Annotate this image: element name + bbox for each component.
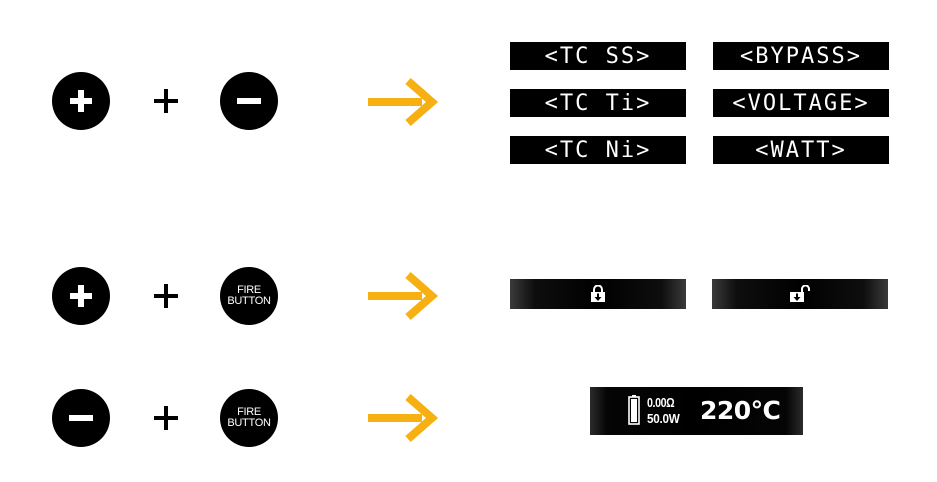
battery-icon: [628, 395, 640, 425]
fire-button: FIRE BUTTON: [220, 389, 278, 447]
temperature-readout: 220℃: [700, 396, 781, 425]
unlocked-screen: [712, 279, 888, 309]
fire-button-label: FIRE BUTTON: [227, 406, 271, 429]
combination-plus-icon: [154, 406, 178, 430]
fire-button-line2: BUTTON: [227, 417, 271, 429]
mode-bypass: <BYPASS>: [713, 42, 889, 70]
resistance-readout: 0.00Ω: [647, 395, 675, 410]
unlocked-icon: [790, 285, 810, 302]
mode-tc-ni: <TC Ni>: [510, 136, 686, 164]
plus-icon: [70, 90, 92, 112]
minus-button: [52, 389, 110, 447]
locked-icon: [591, 285, 605, 302]
device-display: 0.00Ω 50.0W 220℃: [590, 387, 803, 435]
fire-button-label: FIRE BUTTON: [227, 284, 271, 307]
combination-plus-icon: [154, 284, 178, 308]
mode-tc-ss: <TC SS>: [510, 42, 686, 70]
mode-watt: <WATT>: [713, 136, 889, 164]
plus-button: [52, 267, 110, 325]
plus-button: [52, 72, 110, 130]
fire-button-line2: BUTTON: [227, 295, 271, 307]
combination-plus-icon: [154, 89, 178, 113]
arrow-right-icon: [368, 272, 439, 320]
arrow-right-icon: [368, 78, 439, 126]
locked-screen: [510, 279, 686, 309]
fire-button-line1: FIRE: [237, 406, 261, 418]
minus-button: [220, 72, 278, 130]
wattage-readout: 50.0W: [647, 411, 680, 426]
fire-button: FIRE BUTTON: [220, 267, 278, 325]
mode-tc-ti: <TC Ti>: [510, 89, 686, 117]
minus-icon: [69, 415, 93, 421]
minus-icon: [237, 98, 261, 104]
fire-button-line1: FIRE: [237, 284, 261, 296]
plus-icon: [70, 285, 92, 307]
arrow-right-icon: [368, 394, 439, 442]
mode-voltage: <VOLTAGE>: [713, 89, 889, 117]
